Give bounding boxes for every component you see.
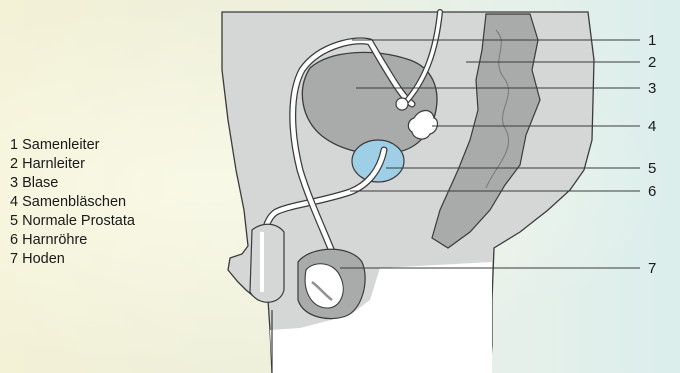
penis <box>250 224 284 302</box>
callout-4: 4 <box>648 118 656 135</box>
callout-5: 5 <box>648 160 656 177</box>
callout-7: 7 <box>648 260 656 277</box>
legend-item-samenleiter: 1 Samenleiter <box>10 136 135 155</box>
legend-item-harnleiter: 2 Harnleiter <box>10 155 135 174</box>
callout-1: 1 <box>648 32 656 49</box>
legend-item-hoden: 7 Hoden <box>10 250 135 269</box>
legend-item-blase: 3 Blase <box>10 174 135 193</box>
callout-3: 3 <box>648 80 656 97</box>
legend-item-samenblaeschen: 4 Samenbläschen <box>10 193 135 212</box>
ureter-opening <box>396 98 408 110</box>
callout-2: 2 <box>648 54 656 71</box>
legend-item-harnroehre: 6 Harnröhre <box>10 231 135 250</box>
callout-6: 6 <box>648 183 656 200</box>
legend-item-prostata: 5 Normale Prostata <box>10 212 135 231</box>
legend: 1 Samenleiter 2 Harnleiter 3 Blase 4 Sam… <box>10 136 135 269</box>
